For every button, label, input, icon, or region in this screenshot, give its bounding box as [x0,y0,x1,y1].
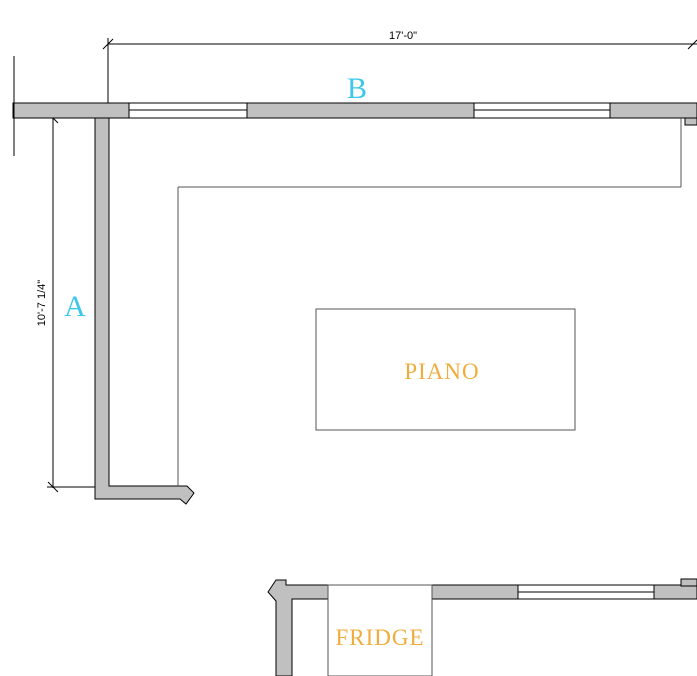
wall-b-segment [246,102,475,119]
top-dimension-tick-left [102,38,114,50]
wall-b-label: B [347,72,367,105]
wall-b-segment [12,102,130,119]
wall-b-segment [609,102,697,119]
bottom-wall-segment [653,584,697,600]
wall-a [94,117,195,505]
fridge-label: FRIDGE [335,625,424,650]
wall-b-stub [684,117,697,126]
bottom-wall-segment [431,584,519,600]
top-dimension [102,38,697,108]
bottom-wall-left [267,579,329,676]
wall-a-label: A [64,290,86,323]
wall-b [12,102,697,119]
top-dimension-text: 17'-0" [389,30,417,42]
bottom-wall-stub [680,578,697,587]
fridge-outline [327,584,433,676]
left-dimension-text: 10'-7 1/4" [36,280,48,326]
piano-label: PIANO [404,359,479,384]
top-dimension-tick-right [687,39,697,50]
piano-outline [315,308,576,431]
counter-outline [177,118,682,486]
left-dimension-tick-bottom [47,481,59,493]
